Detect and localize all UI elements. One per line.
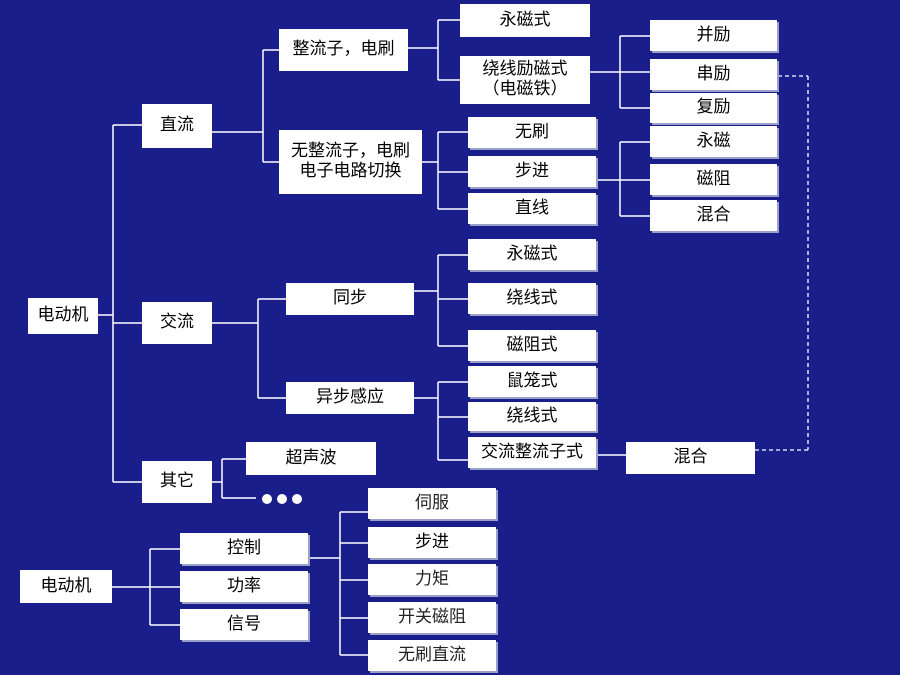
sync-wound-node: 绕线式: [468, 283, 596, 314]
torque-node: 力矩: [368, 564, 496, 595]
stepper-hybrid-node: 混合: [650, 200, 777, 231]
linear-node: 直线: [468, 193, 596, 224]
ac-synchronous-node: 同步: [286, 283, 414, 315]
ellipsis-dot-2: [277, 494, 287, 504]
dc-motor-node: 直流: [142, 104, 212, 148]
root-electric-motor: 电动机: [28, 298, 98, 334]
control-node: 控制: [180, 533, 308, 564]
other-motor-node: 其它: [142, 461, 212, 503]
brushless-node: 无刷: [468, 117, 596, 148]
power-node: 功率: [180, 571, 308, 602]
ultrasonic-node: 超声波: [246, 442, 376, 475]
dc-shunt-node: 并励: [650, 20, 777, 51]
ellipsis-dot-1: [262, 494, 272, 504]
dc-permanent-magnet-node: 永磁式: [460, 4, 590, 37]
stepper-reluctance-node: 磁阻: [650, 164, 777, 195]
brushless-dc-node: 无刷直流: [368, 640, 496, 671]
servo-node: 伺服: [368, 488, 496, 519]
dc-compound-node: 复励: [650, 93, 777, 123]
async-squirrel-cage-node: 鼠笼式: [468, 366, 596, 397]
root2-electric-motor: 电动机: [20, 570, 112, 603]
ac-asynchronous-node: 异步感应: [286, 382, 414, 414]
dc-wound-field-node: 绕线励磁式 （电磁铁）: [460, 56, 590, 104]
dc-brushless-electronic-node: 无整流子，电刷 电子电路切换: [279, 130, 422, 194]
sync-pm-node: 永磁式: [468, 239, 596, 270]
dc-brushed-node: 整流子，电刷: [279, 29, 408, 71]
mixed-node: 混合: [626, 442, 755, 474]
ellipsis-dot-3: [292, 494, 302, 504]
stepper-pm-node: 永磁: [650, 126, 777, 157]
dc-series-node: 串励: [650, 59, 777, 90]
signal-node: 信号: [180, 609, 308, 640]
switched-reluctance-node: 开关磁阻: [368, 602, 496, 633]
ac-motor-node: 交流: [142, 302, 212, 344]
async-wound-node: 绕线式: [468, 402, 596, 431]
ac-commutator-node: 交流整流子式: [468, 437, 596, 468]
stepper2-node: 步进: [368, 527, 496, 558]
sync-reluctance-node: 磁阻式: [468, 330, 596, 361]
stepper-node: 步进: [468, 156, 596, 187]
